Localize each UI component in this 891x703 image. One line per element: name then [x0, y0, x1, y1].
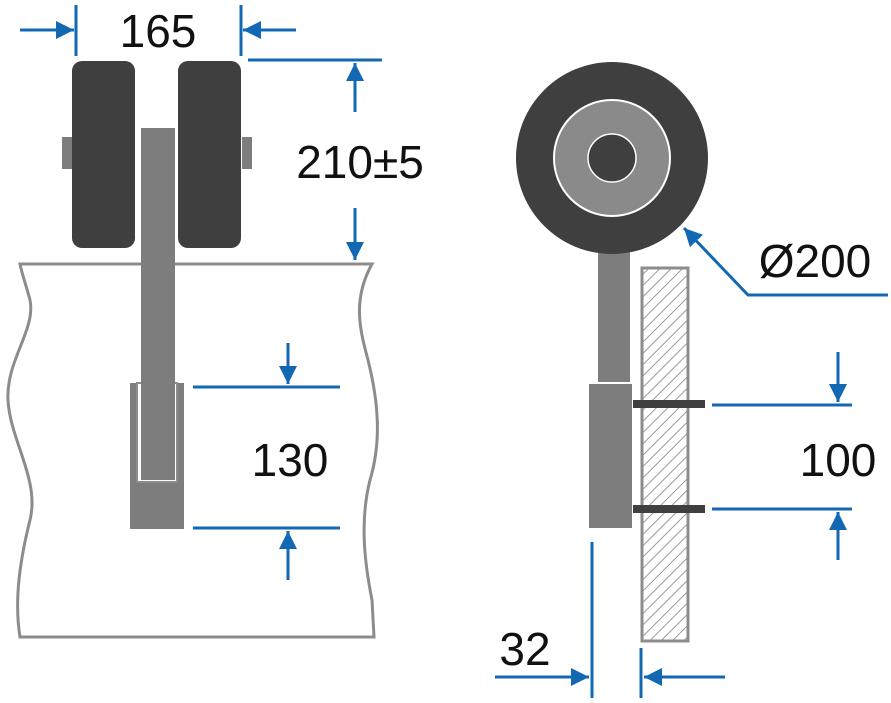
label-mount-thickness: 32 [499, 623, 550, 675]
dimension-wheel-diameter [682, 226, 888, 297]
dimension-mount-thickness [495, 542, 725, 698]
front-view [6, 61, 379, 639]
bolt-upper [633, 400, 705, 408]
label-bracket-length: 130 [252, 434, 329, 486]
wheel-axle-tube [141, 128, 175, 480]
side-bracket-plate [587, 382, 634, 530]
wheel-hub [587, 133, 637, 183]
axle-stub-left [62, 137, 72, 169]
bolt-lower [633, 505, 705, 513]
tire-left [72, 61, 135, 248]
label-wheel-diameter: Ø200 [759, 235, 872, 287]
dimension-bracket-length [193, 343, 340, 580]
dimension-wheel-height [248, 58, 382, 260]
axle-stub-right [242, 137, 252, 169]
label-wheel-height: 210±5 [296, 136, 424, 188]
label-wheel-pair-width: 165 [120, 5, 197, 57]
side-view [516, 62, 708, 643]
side-axle-tube [598, 240, 630, 390]
dimension-wheel-pair-width [20, 5, 296, 56]
dimension-bolt-spacing [712, 352, 852, 560]
label-bolt-spacing: 100 [800, 434, 877, 486]
tire-right [178, 61, 241, 248]
transom-section [640, 266, 690, 643]
